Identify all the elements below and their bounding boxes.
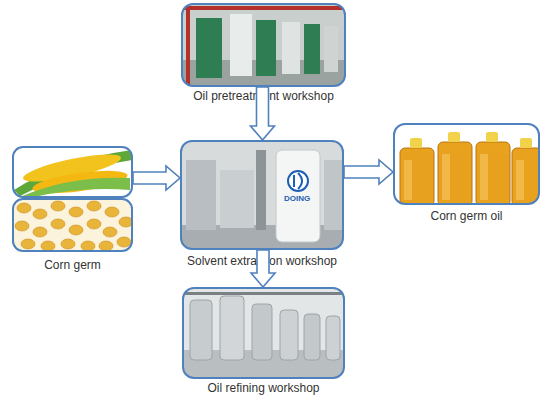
- workshop-node: Corn germ oil: [393, 123, 540, 205]
- workshop-node: Oil pretreatment workshop: [181, 3, 346, 87]
- corn-kernels-frame: [13, 199, 132, 251]
- block-arrow: [251, 250, 275, 287]
- block-arrow: [251, 87, 275, 140]
- refining-photo: [183, 288, 344, 378]
- logo-text: DOING: [284, 194, 310, 203]
- node-label: Corn germ: [0, 258, 173, 272]
- workshop-node: Corn germ: [12, 146, 133, 252]
- corn-cob-frame: [13, 147, 132, 197]
- workshop-node: Solvent extraction workshop: [180, 140, 344, 250]
- photo-frame: [393, 123, 540, 205]
- oil-bottles-photo: [394, 124, 539, 204]
- extraction-photo: [181, 141, 343, 249]
- photo-frame: [182, 287, 345, 379]
- corn-kernels-photo: [13, 199, 132, 251]
- pretreatment-photo: [182, 4, 345, 86]
- node-label: Corn germ oil: [353, 209, 550, 223]
- photo-frame: [12, 146, 133, 252]
- corn-cob-photo: [13, 147, 132, 197]
- block-arrow: [344, 160, 393, 184]
- photo-frame: [180, 140, 344, 250]
- node-label: Oil pretreatment workshop: [141, 89, 386, 103]
- node-label: Solvent extraction workshop: [140, 254, 384, 268]
- photo-frame: [181, 3, 346, 87]
- workshop-node: Oil refining workshop: [182, 287, 345, 379]
- block-arrow: [133, 166, 180, 190]
- node-label: Oil refining workshop: [142, 381, 385, 395]
